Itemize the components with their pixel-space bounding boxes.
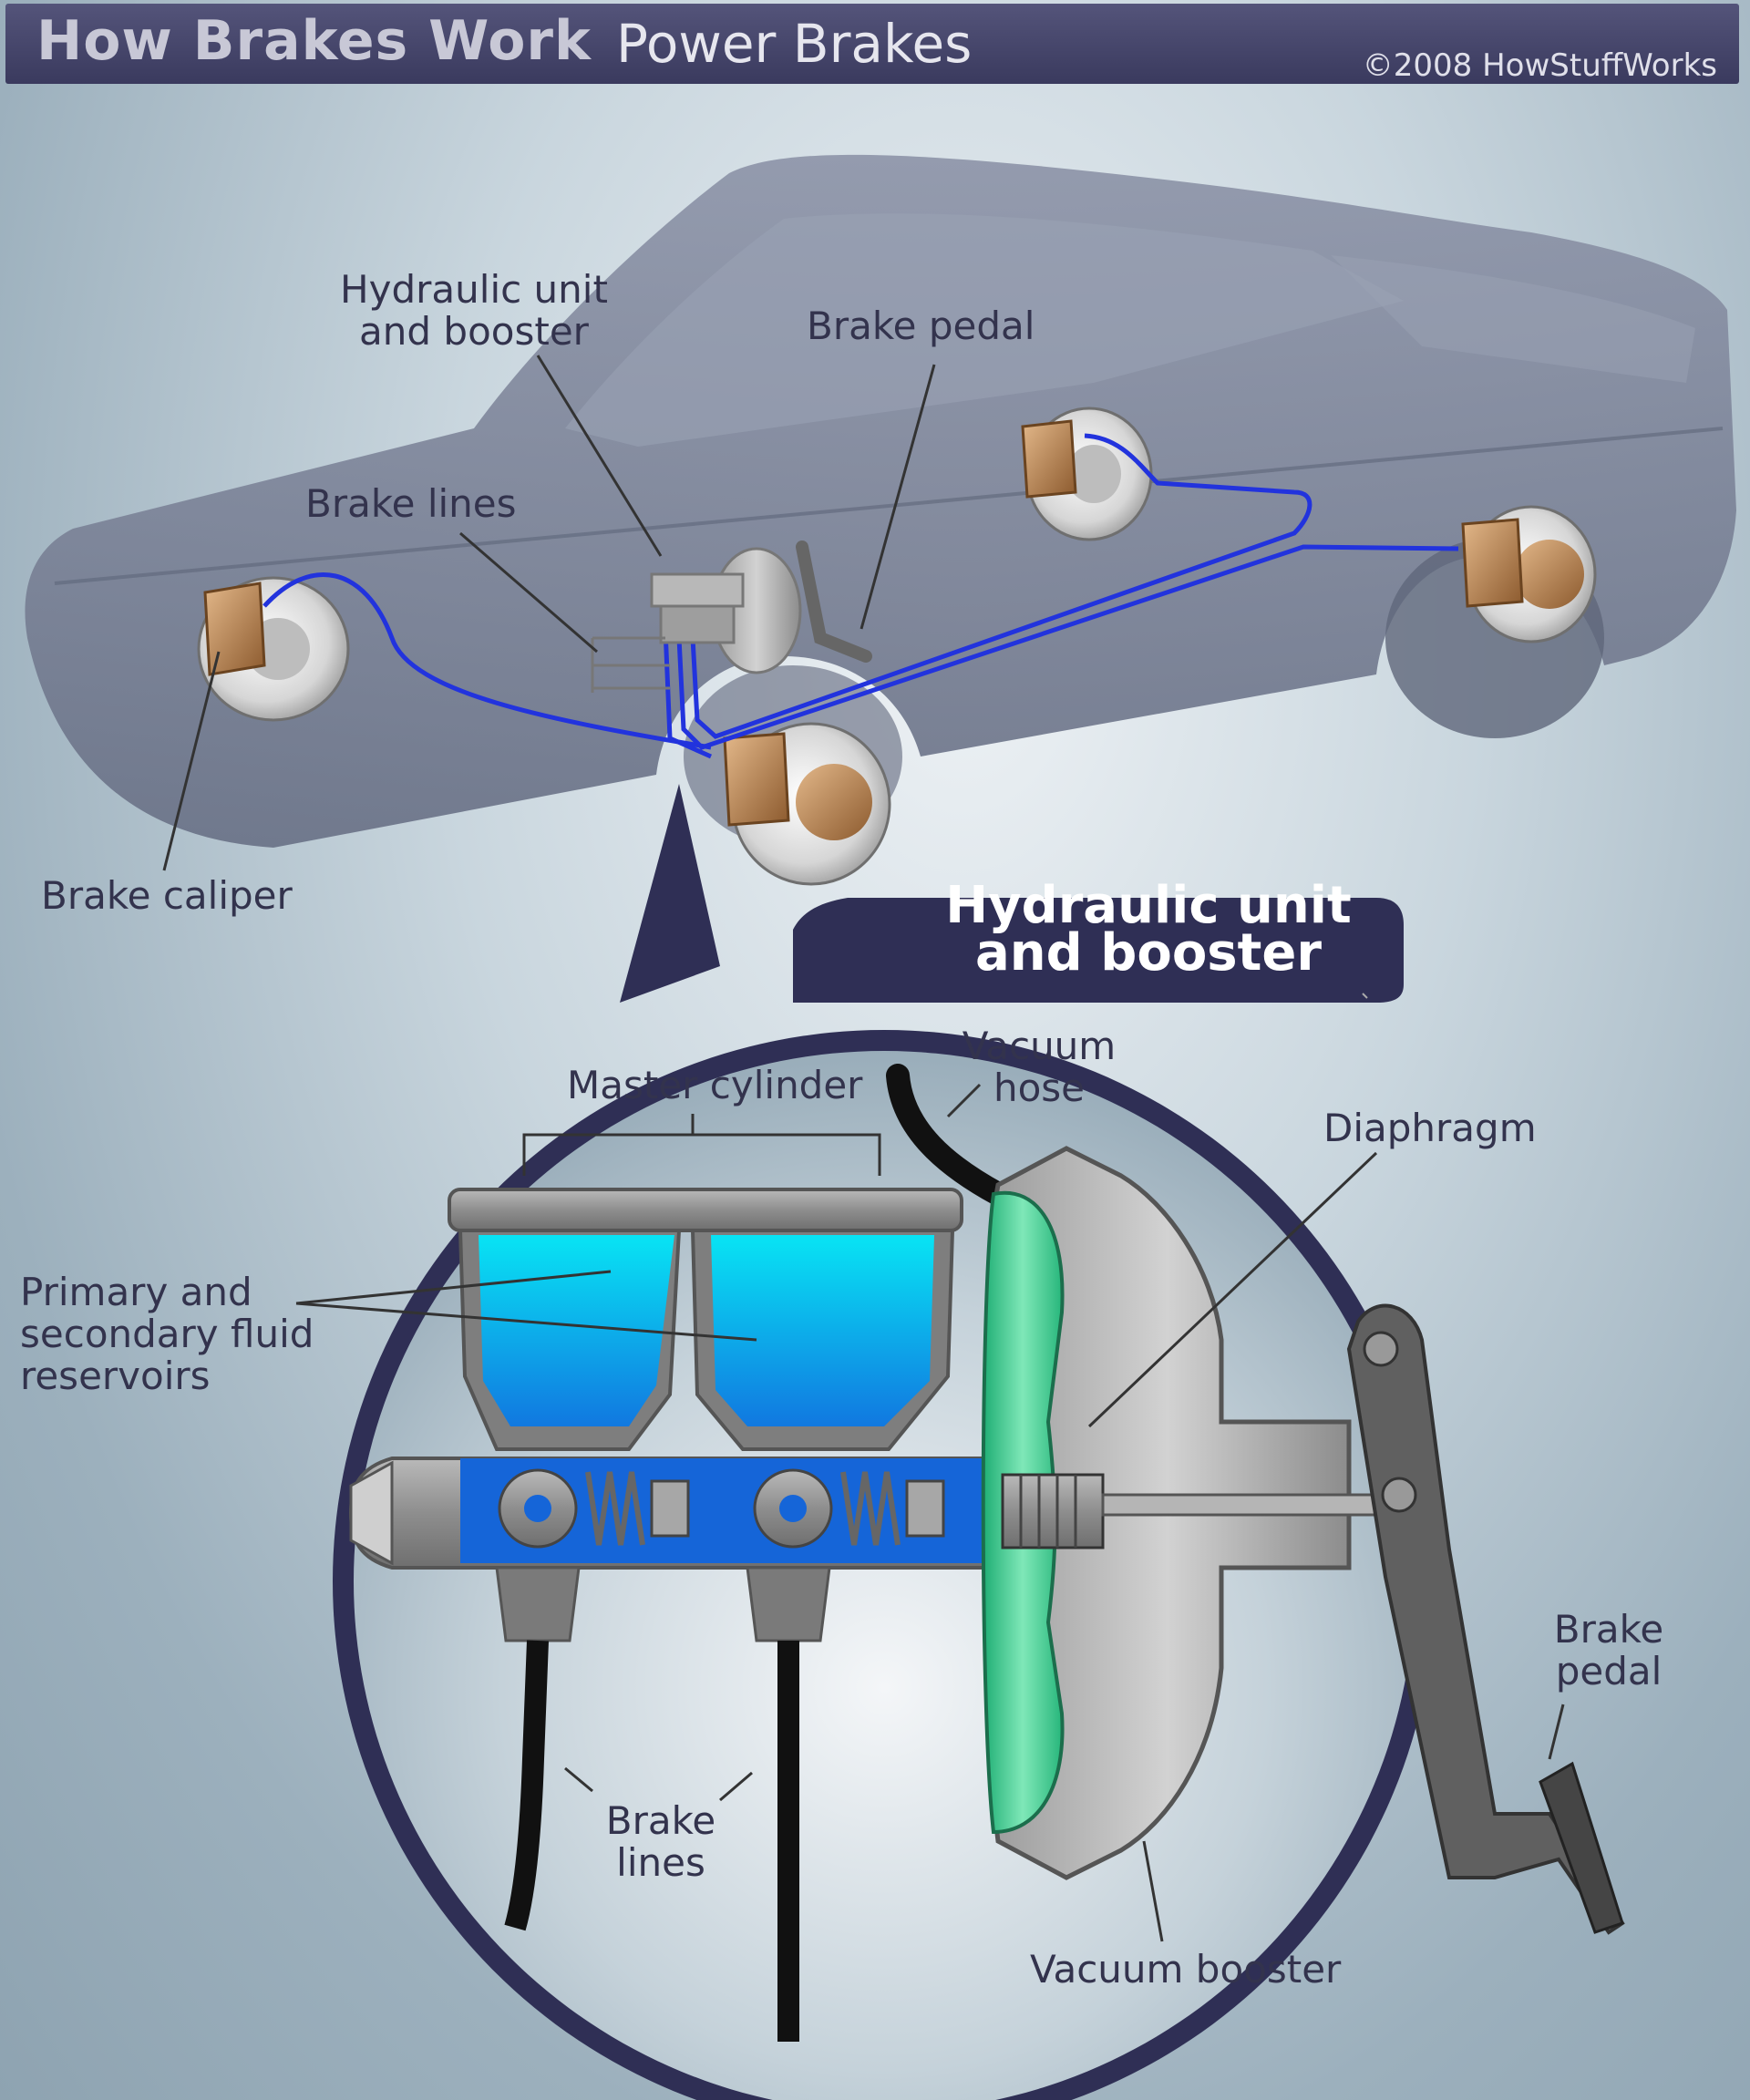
vacuum-hose	[886, 1064, 1010, 1206]
label-line: Hydraulic unit	[340, 267, 608, 312]
rear-left-disc	[1021, 407, 1153, 541]
label-line: reservoirs	[20, 1354, 211, 1398]
vacuum-booster	[981, 1146, 1405, 1880]
label-vacuum-hose: Vacuum hose	[948, 1025, 1130, 1109]
car-body	[25, 154, 1736, 848]
front-left-disc	[197, 576, 350, 722]
inset-title-line: and booster	[975, 923, 1322, 983]
label-line: Vacuum	[962, 1024, 1117, 1068]
car-brake-lines	[262, 433, 1459, 759]
car-hydraulic-unit	[591, 540, 872, 693]
header-bar: How Brakes Work Power Brakes ©2008 HowSt…	[5, 4, 1739, 84]
front-right-disc	[723, 722, 891, 886]
label-inset-brake-lines: Brake lines	[588, 1800, 734, 1884]
label-line: lines	[616, 1840, 705, 1885]
label-line: hose	[993, 1065, 1086, 1110]
label-master-cylinder: Master cylinder	[567, 1063, 863, 1107]
label-line: pedal	[1555, 1649, 1662, 1693]
inset-brake-pedal	[1346, 1303, 1625, 1935]
label-line: Primary and	[20, 1270, 252, 1314]
label-line: secondary fluid	[20, 1312, 314, 1356]
copyright-notice: ©2008 HowStuffWorks	[1362, 47, 1717, 84]
label-inset-brake-pedal: Brake pedal	[1531, 1609, 1686, 1693]
label-brake-lines: Brake lines	[305, 481, 517, 526]
label-brake-pedal: Brake pedal	[807, 304, 1035, 348]
master-cylinder-bracket	[522, 1114, 881, 1176]
label-hydraulic-unit: Hydraulic unit and booster	[324, 269, 624, 353]
header-title: How Brakes Work	[36, 9, 592, 73]
inset-leader-lines	[295, 1083, 1565, 1942]
label-line: and booster	[359, 309, 589, 354]
rear-right-disc	[1461, 505, 1597, 643]
label-line: Brake	[1553, 1607, 1664, 1652]
inset-title-line: Hydraulic unit	[945, 876, 1352, 935]
inset-brake-lines	[504, 1640, 799, 2042]
inset-title: Hydraulic unit and booster	[930, 876, 1367, 983]
label-brake-caliper: Brake caliper	[41, 873, 293, 918]
header-subtitle: Power Brakes	[616, 13, 973, 75]
car-leader-lines	[162, 355, 936, 871]
label-fluid-reservoirs: Primary and secondary fluid reservoirs	[20, 1271, 314, 1397]
label-diaphragm: Diaphragm	[1323, 1106, 1537, 1150]
master-cylinder	[348, 1188, 1105, 1642]
label-vacuum-booster: Vacuum booster	[1030, 1947, 1342, 1992]
label-line: Brake	[605, 1798, 716, 1843]
